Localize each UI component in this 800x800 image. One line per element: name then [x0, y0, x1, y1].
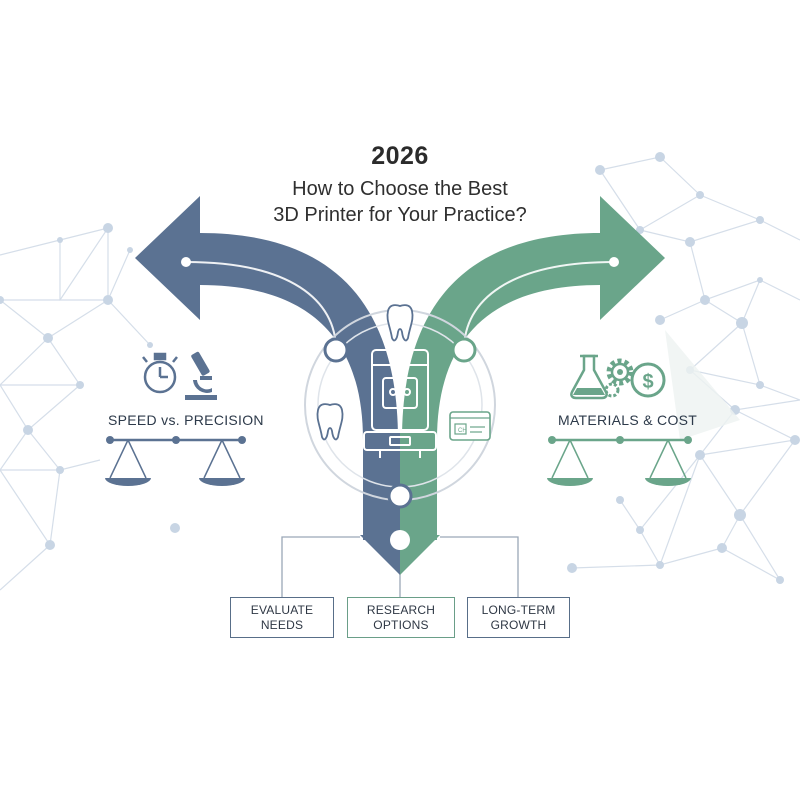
dollar-coin-icon: $: [630, 362, 666, 398]
microscope-icon: [185, 351, 217, 400]
right-arrow: [402, 196, 665, 535]
tooth-icon: [316, 403, 344, 441]
step-label: LONG-TERM GROWTH: [481, 602, 556, 632]
speed-precision-label: SPEED vs. PRECISION: [108, 412, 264, 428]
tooth-icon: [386, 304, 414, 342]
title-line-2: 3D Printer for Your Practice?: [273, 204, 527, 226]
title-line-1: How to Choose the Best: [292, 178, 508, 200]
research-options-box: RESEARCH OPTIONS: [347, 597, 455, 638]
year-title: 2026: [371, 142, 429, 170]
step-label: RESEARCH OPTIONS: [366, 602, 436, 632]
left-arrow: [135, 196, 398, 535]
svg-text:$: $: [642, 371, 653, 393]
arrow-nodes: [323, 337, 477, 509]
flask-icon: [570, 354, 608, 400]
materials-cost-label: MATERIALS & COST: [558, 412, 698, 428]
step-label: EVALUATE NEEDS: [250, 602, 314, 632]
screen-panel-icon: [449, 411, 491, 441]
gear-icon: [604, 358, 634, 398]
balance-scale-icon: [105, 436, 246, 486]
3d-printer-icon: [363, 349, 437, 458]
long-term-growth-box: LONG-TERM GROWTH: [467, 597, 570, 638]
evaluate-needs-box: EVALUATE NEEDS: [230, 597, 334, 638]
stopwatch-icon: [142, 352, 178, 394]
screen-text: CH: [458, 428, 467, 434]
balance-scale-icon: [547, 436, 692, 486]
